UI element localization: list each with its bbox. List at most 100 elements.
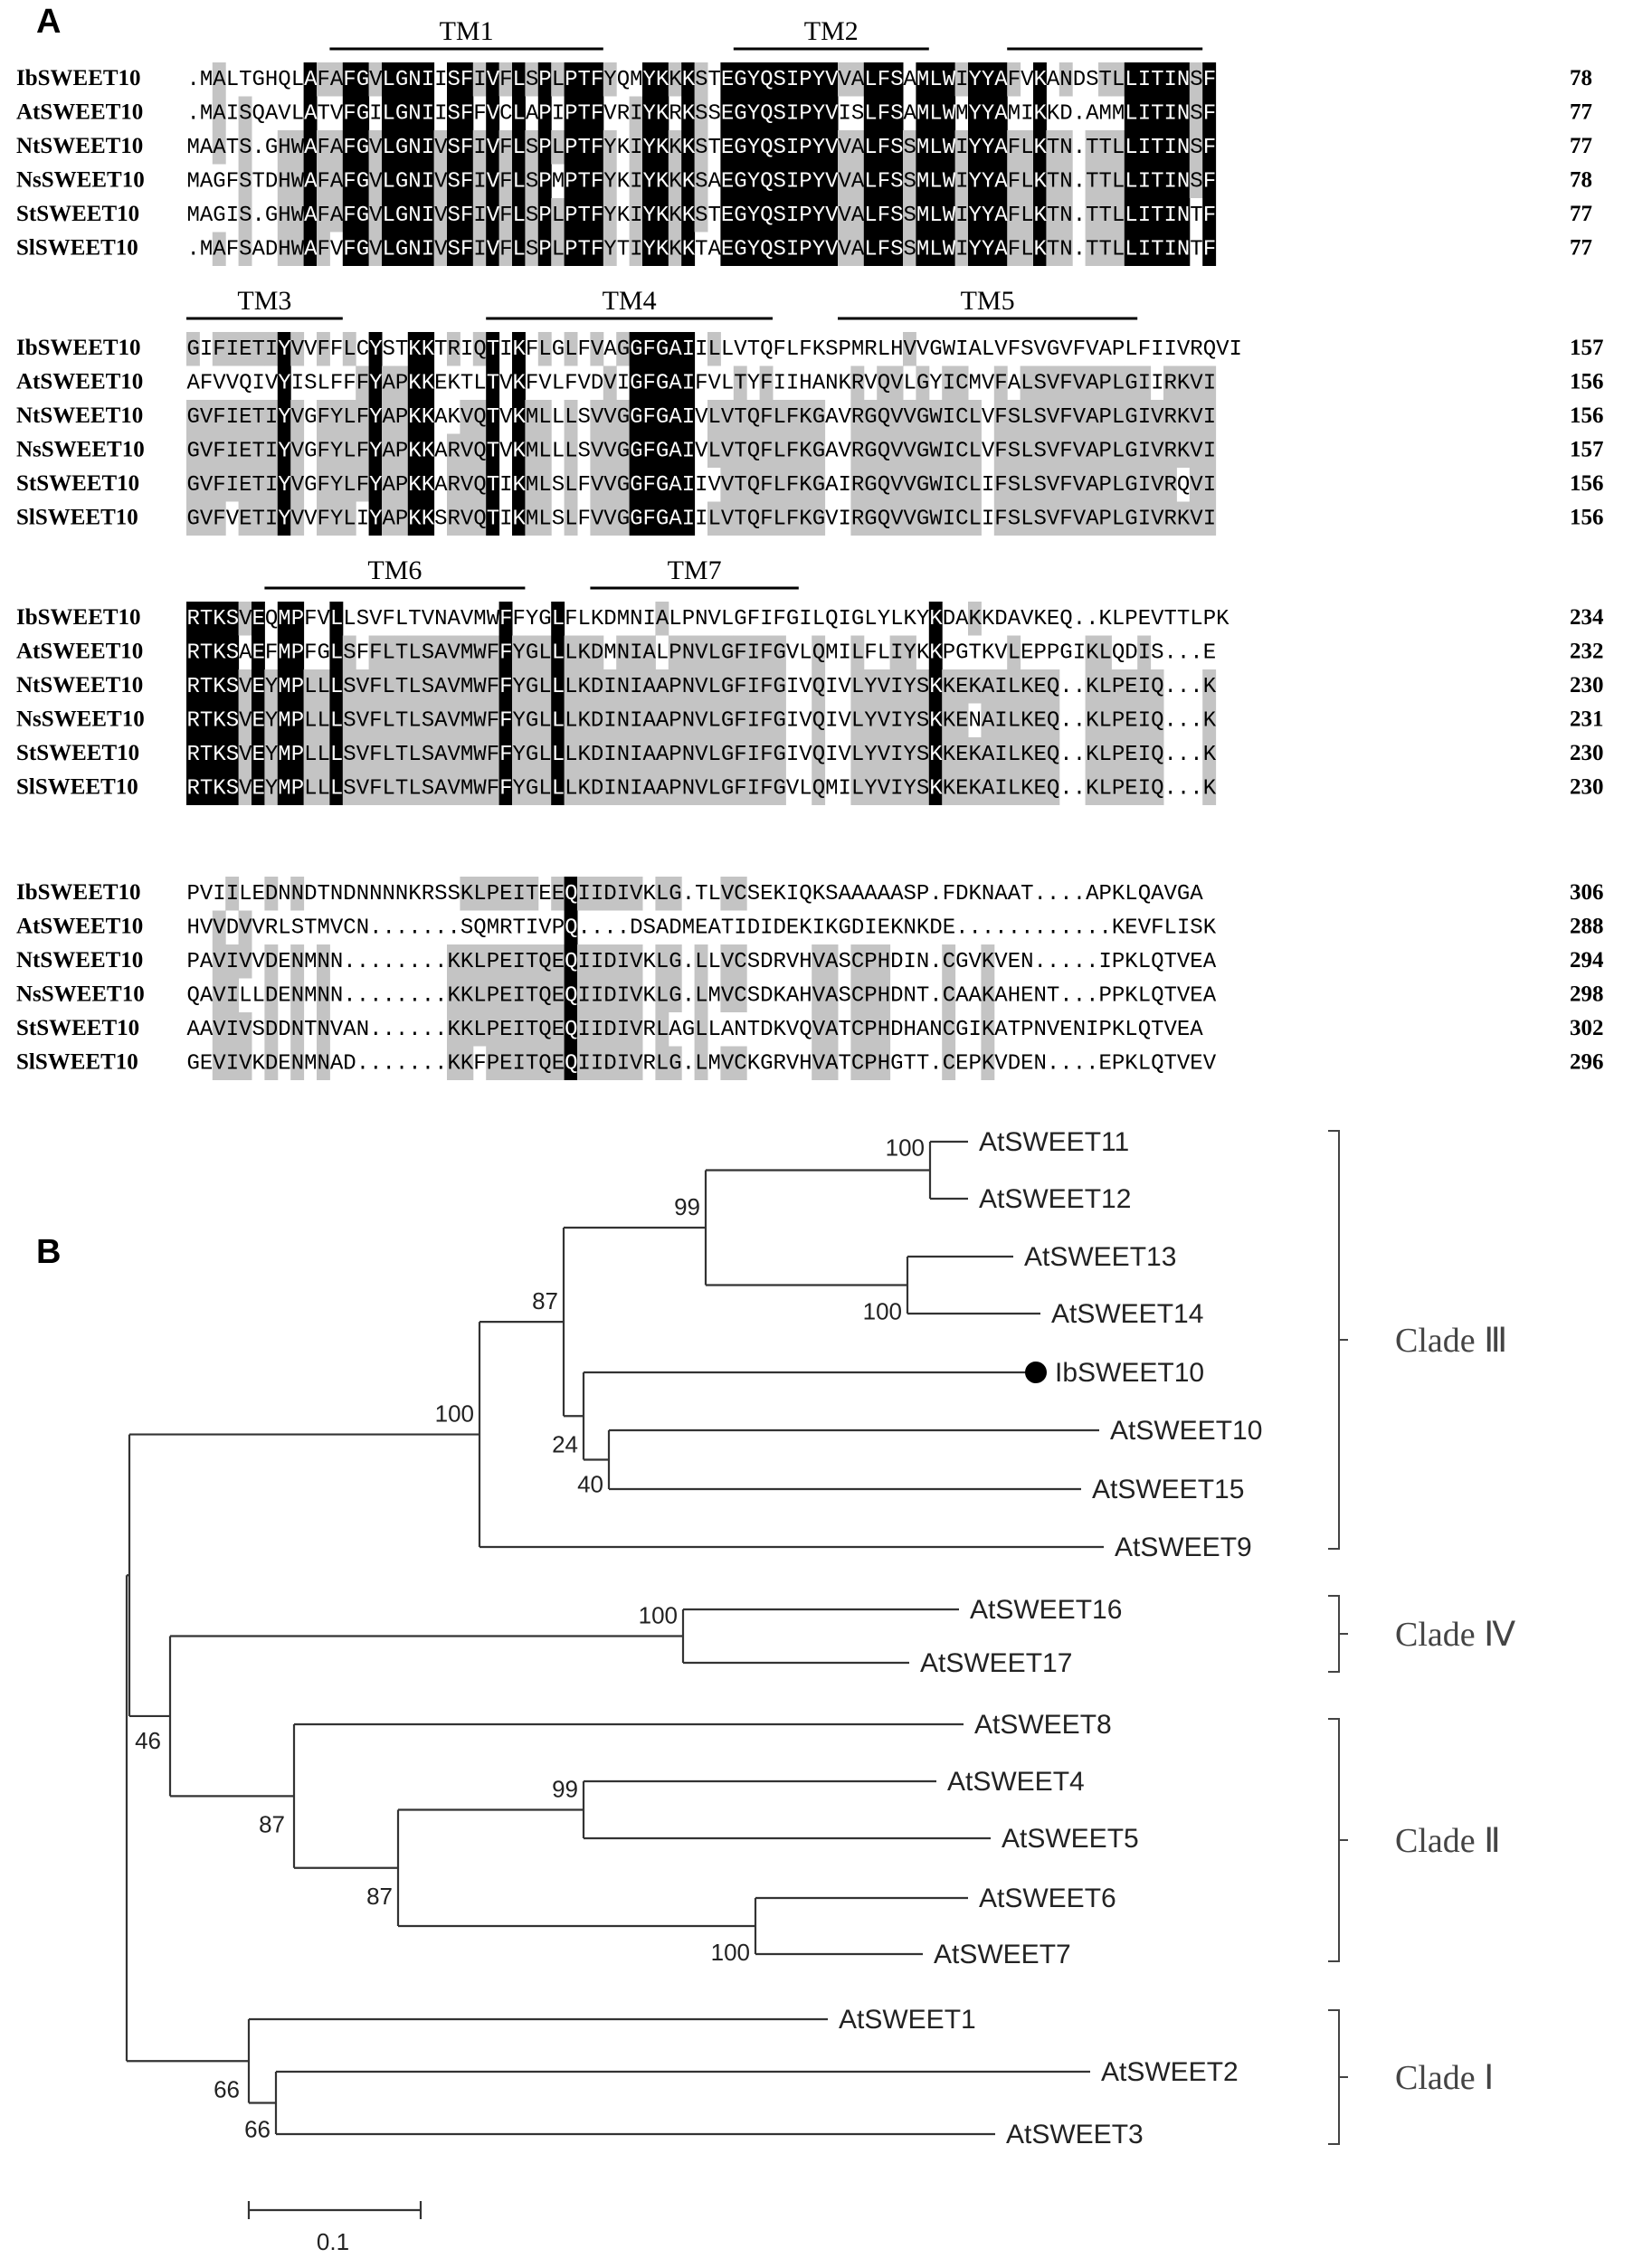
residue-shade <box>407 62 422 97</box>
residue-shade <box>1137 130 1152 165</box>
residue-shade <box>537 130 552 165</box>
residue-shade <box>460 164 474 198</box>
residue-shade <box>472 198 487 232</box>
residue-shade <box>512 96 526 130</box>
residue-shade <box>368 62 383 97</box>
residue-shade <box>903 232 916 266</box>
residue-shade <box>1033 232 1047 266</box>
leaf-label: AtSWEET17 <box>920 1648 1072 1678</box>
residue-shade <box>1124 96 1138 130</box>
bootstrap-value: 100 <box>711 1939 750 1966</box>
residue-shade <box>1059 62 1073 97</box>
residue-shade <box>733 232 747 266</box>
tm-label: TM1 <box>440 16 494 46</box>
residue-shade <box>447 232 460 266</box>
leaf-label: AtSWEET5 <box>1002 1824 1139 1854</box>
residue-shade <box>1085 232 1099 266</box>
residue-shade <box>238 433 252 468</box>
residue-shade <box>824 96 839 130</box>
residue-shade <box>773 164 786 198</box>
sequence-position: 77 <box>1570 100 1592 125</box>
residue-shade <box>199 468 214 502</box>
residue-shade <box>733 130 747 165</box>
residue-shade <box>537 232 552 266</box>
residue-shade <box>1137 62 1152 97</box>
residue-shade <box>1098 198 1112 232</box>
residue-shade <box>954 130 969 165</box>
residue-shade <box>889 232 904 266</box>
residue-shade <box>1124 198 1138 232</box>
residue-shade <box>472 164 487 198</box>
residue-shade <box>993 62 1008 97</box>
residue-shade <box>290 164 305 198</box>
residue-shade <box>460 130 474 165</box>
residue-shade <box>212 501 226 536</box>
residue-shade <box>916 232 930 266</box>
residue-shade <box>421 62 435 97</box>
residue-shade <box>942 198 956 232</box>
residue-shade <box>720 96 735 130</box>
residue-shade <box>1085 130 1099 165</box>
residue-shade <box>1033 198 1047 232</box>
residue-shade <box>1059 130 1073 165</box>
residue-shade <box>238 400 252 434</box>
residue-shade <box>590 62 604 97</box>
scale-bar: 0.1 <box>247 2201 422 2255</box>
sequence-name: IbSWEET10 <box>16 336 141 360</box>
residue-shade <box>759 164 774 198</box>
residue-shade <box>877 164 891 198</box>
sequence-position: 78 <box>1570 66 1592 90</box>
residue-shade <box>668 164 682 198</box>
residue-shade <box>486 164 500 198</box>
residue-shade <box>447 96 460 130</box>
residue-shade <box>199 501 214 536</box>
residue-shade <box>850 164 865 198</box>
residue-shade <box>1150 164 1164 198</box>
residue-shade <box>773 62 786 97</box>
residue-shade <box>850 130 865 165</box>
residue-shade <box>537 164 552 198</box>
residue-shade <box>225 332 240 366</box>
residue-shade <box>928 198 943 232</box>
residue-shade <box>838 232 851 266</box>
residue-shade <box>668 198 682 232</box>
conservation-shading <box>212 877 995 1080</box>
residue-shade <box>472 62 487 97</box>
residue-shade <box>642 62 656 97</box>
sequence-position: 298 <box>1570 982 1604 1007</box>
residue-shade <box>812 164 826 198</box>
residue-shade <box>447 198 460 232</box>
sequence-residues: MAGIS.GHWAFAFGVLGNIVSFIVFLSPLPTFYKIYKKKS… <box>187 204 1217 228</box>
sequence-name: IbSWEET10 <box>16 66 141 90</box>
residue-shade <box>317 198 330 232</box>
residue-shade <box>382 198 395 232</box>
residue-shade <box>850 232 865 266</box>
residue-shade <box>1202 232 1217 266</box>
residue-shade <box>238 130 252 165</box>
residue-shade <box>916 96 930 130</box>
residue-shade <box>1176 130 1191 165</box>
residue-shade <box>798 96 812 130</box>
residue-shade <box>238 468 252 502</box>
sequence-name: StSWEET10 <box>16 202 139 226</box>
residue-shade <box>577 130 591 165</box>
residue-shade <box>238 164 252 198</box>
residue-shade <box>303 130 318 165</box>
residue-shade <box>252 433 265 468</box>
sequence-residues: GEVIVKDENMNAD.......KKFPEITQEQIIDIVRLG.L… <box>187 1052 1217 1077</box>
residue-shade <box>798 198 812 232</box>
residue-shade <box>928 232 943 266</box>
residue-shade <box>303 198 318 232</box>
sequence-position: 78 <box>1570 168 1592 193</box>
residue-shade <box>290 198 305 232</box>
residue-shade <box>629 164 643 198</box>
residue-shade <box>460 198 474 232</box>
residue-shade <box>720 198 735 232</box>
residue-shade <box>1150 62 1164 97</box>
